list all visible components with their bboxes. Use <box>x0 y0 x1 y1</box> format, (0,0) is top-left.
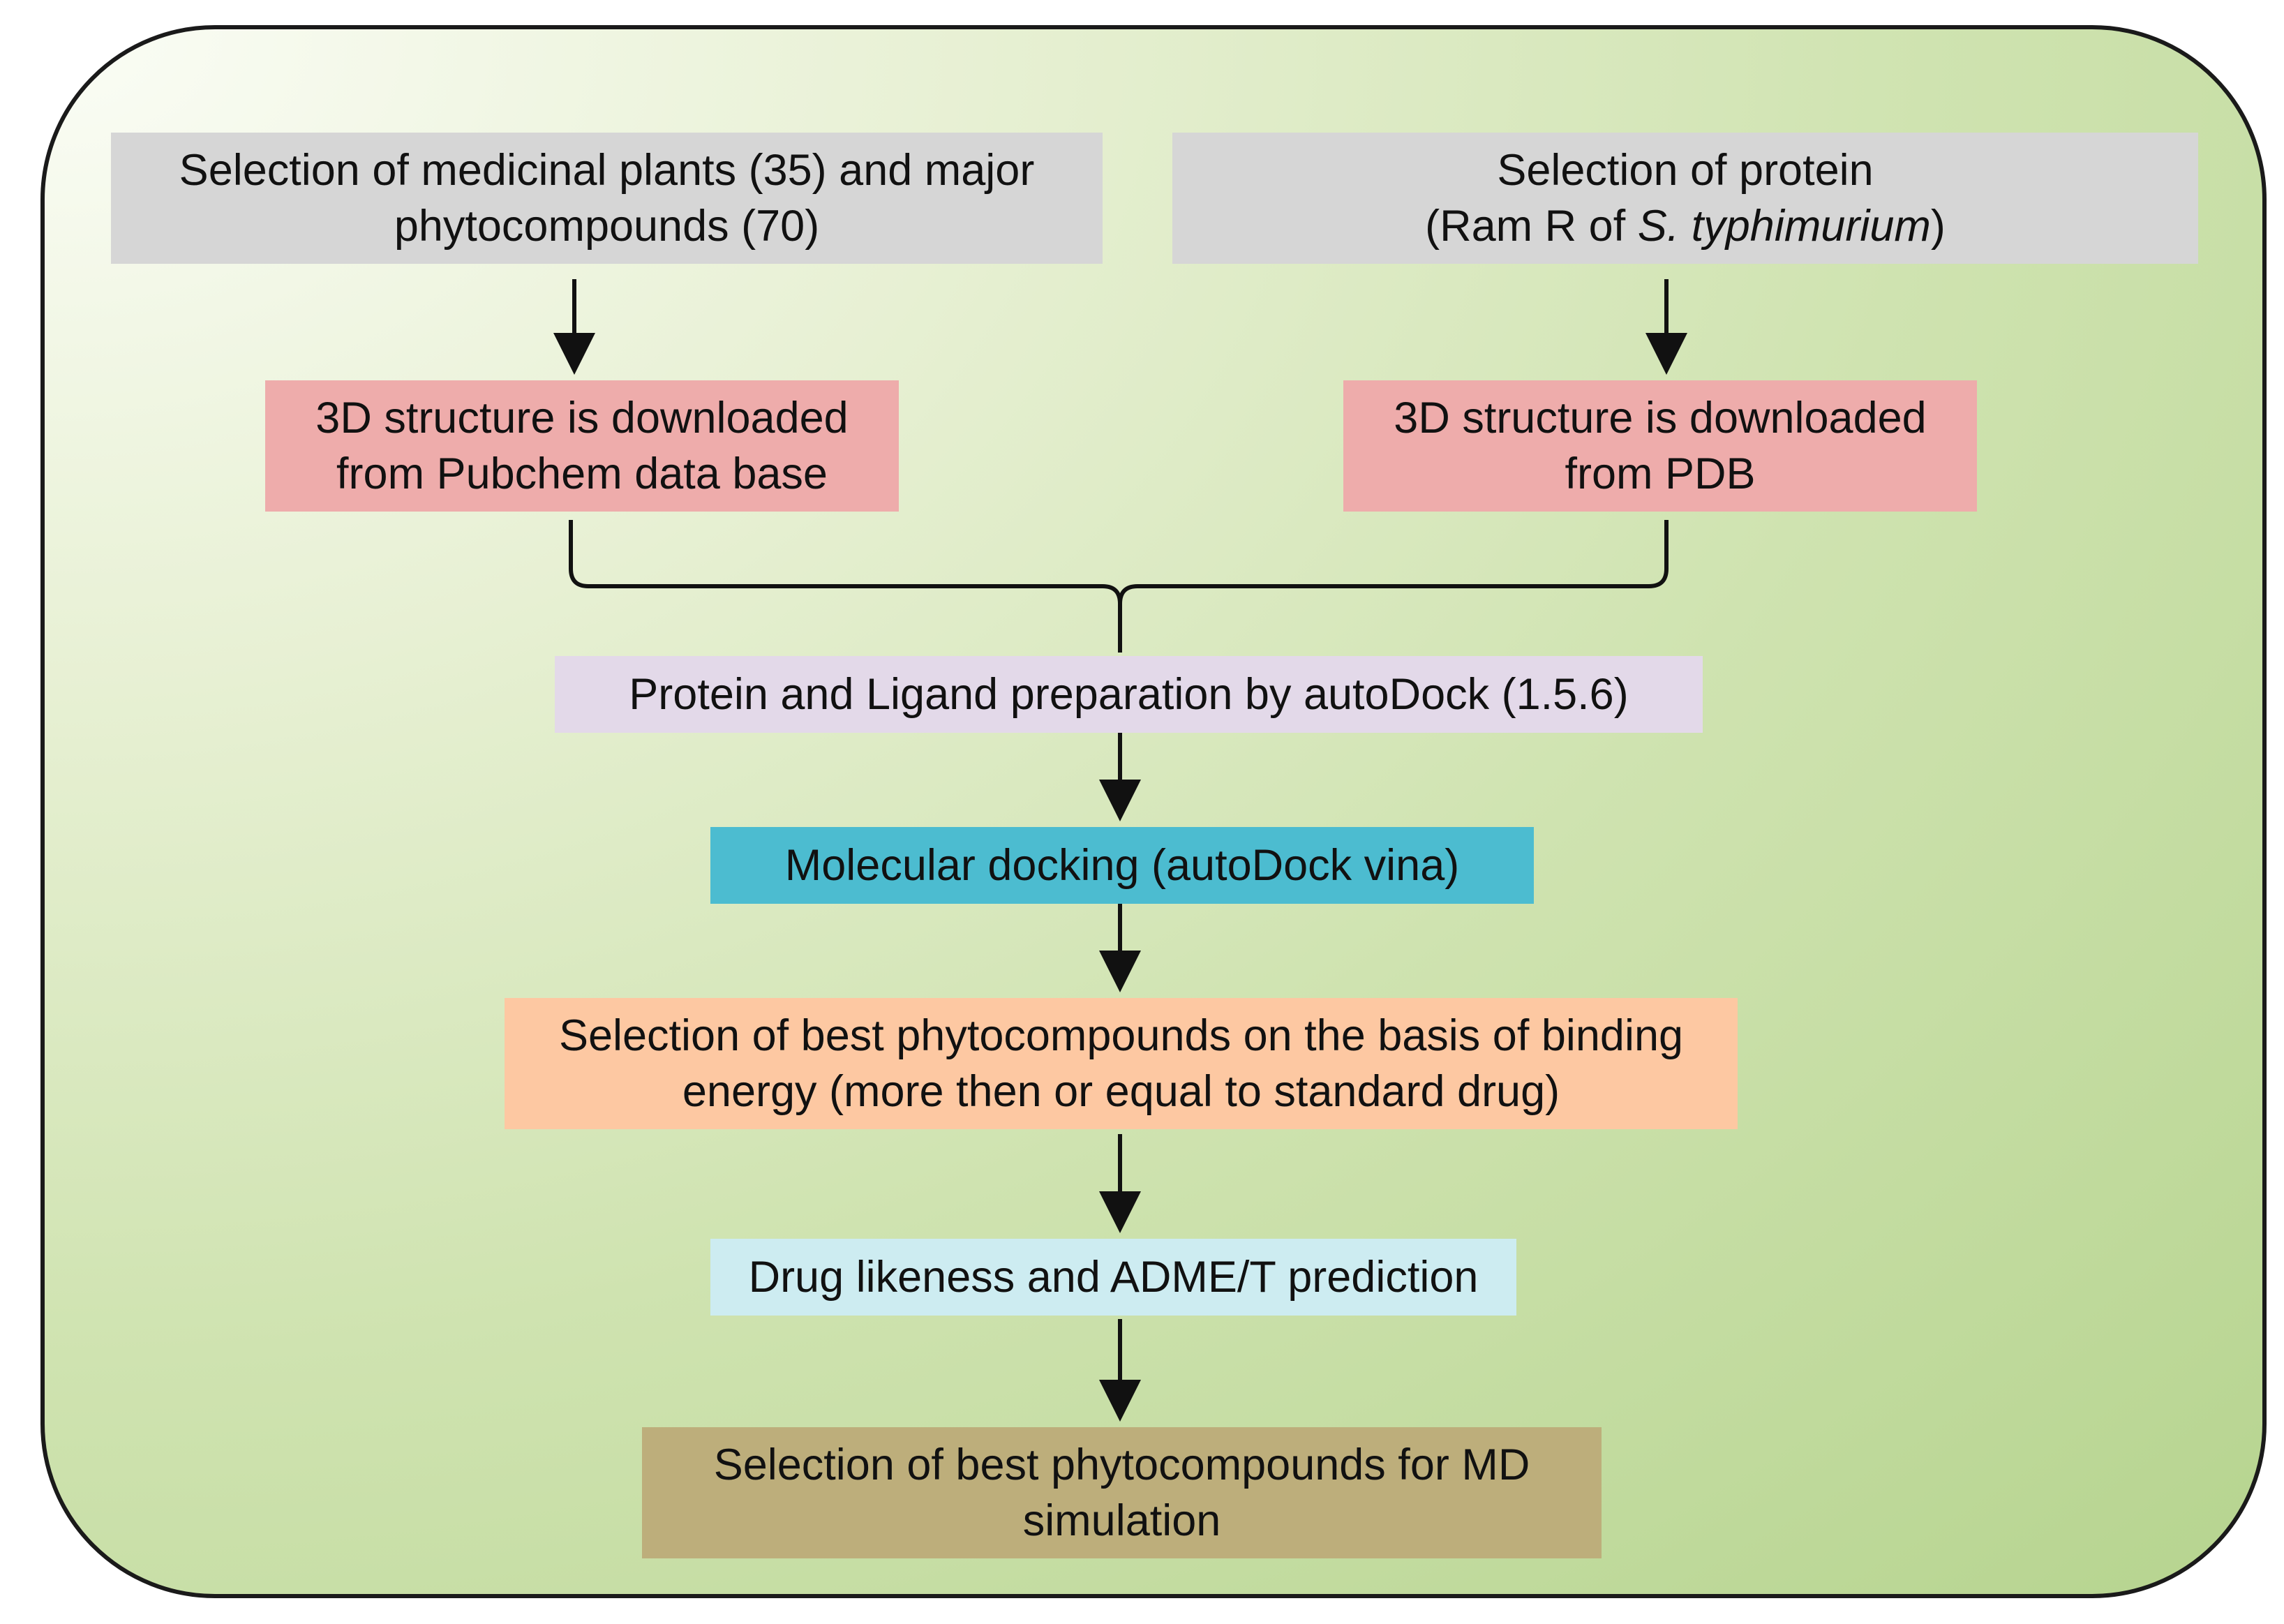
protein-selection-box: Selection of protein (Ram R of S. typhim… <box>1172 133 2198 264</box>
preparation-text: Protein and Ligand preparation by autoDo… <box>629 670 1629 719</box>
admet-prediction-text: Drug likeness and ADME/T prediction <box>748 1253 1479 1302</box>
binding-selection-line2: energy (more then or equal to standard d… <box>682 1067 1560 1116</box>
admet-prediction-box: Drug likeness and ADME/T prediction <box>710 1239 1516 1316</box>
pubchem-download-box: 3D structure is downloaded from Pubchem … <box>265 380 899 512</box>
pubchem-download-line1: 3D structure is downloaded <box>315 394 849 442</box>
binding-energy-selection-box: Selection of best phytocompounds on the … <box>505 998 1738 1129</box>
plants-selection-line2: phytocompounds (70) <box>394 202 820 251</box>
md-selection-box: Selection of best phytocompounds for MD … <box>642 1427 1602 1558</box>
protein-organism-name: S. typhimurium <box>1637 202 1931 251</box>
bracket-merge-connector <box>569 520 1669 653</box>
plants-selection-line1: Selection of medicinal plants (35) and m… <box>179 146 1035 195</box>
protein-selection-line1: Selection of protein <box>1497 146 1874 195</box>
docking-text: Molecular docking (autoDock vina) <box>784 841 1460 890</box>
protein-line2-prefix: (Ram R of <box>1425 202 1638 251</box>
binding-selection-line1: Selection of best phytocompounds on the … <box>558 1011 1684 1060</box>
md-selection-line2: simulation <box>1022 1496 1221 1545</box>
protein-selection-line2: (Ram R of S. typhimurium) <box>1425 198 1946 254</box>
preparation-box: Protein and Ligand preparation by autoDo… <box>555 656 1703 733</box>
pubchem-download-line2: from Pubchem data base <box>336 449 828 498</box>
md-selection-line1: Selection of best phytocompounds for MD <box>713 1440 1530 1489</box>
diagram-background-panel <box>40 25 2267 1598</box>
pdb-download-line2: from PDB <box>1565 449 1756 498</box>
plants-selection-box: Selection of medicinal plants (35) and m… <box>111 133 1103 264</box>
pdb-download-box: 3D structure is downloaded from PDB <box>1343 380 1977 512</box>
pdb-download-line1: 3D structure is downloaded <box>1394 394 1927 442</box>
protein-line2-suffix: ) <box>1930 202 1946 251</box>
docking-box: Molecular docking (autoDock vina) <box>710 827 1534 904</box>
